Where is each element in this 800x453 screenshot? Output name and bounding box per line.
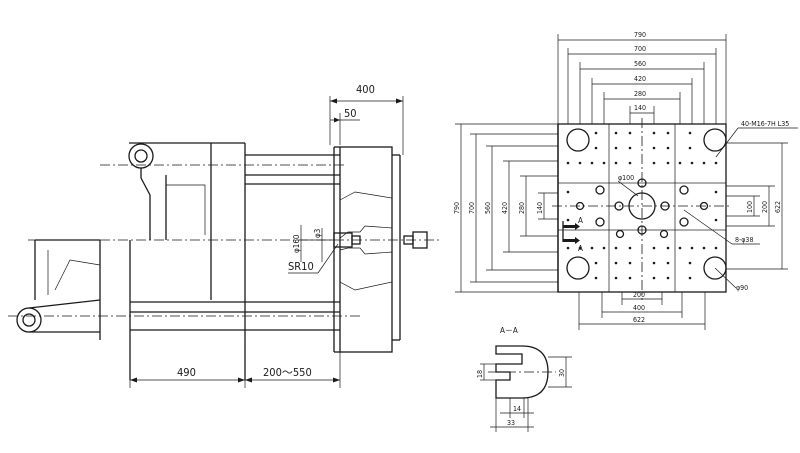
section-profile [495,345,549,399]
bottom-dimensions: 200 400 622 [578,291,706,330]
dim-phi3: φ3 [313,229,322,238]
holes-8-label: 8-φ38 [735,236,753,244]
sec-dim-18: 18 [476,370,484,378]
section-title: A－A [500,326,518,335]
lower-pivot-outer [16,307,42,333]
left-dimensions: 790 700 560 420 280 140 [453,123,558,293]
dim-490: 490 [177,366,196,379]
bottom-dim-622: 622 [633,316,645,324]
left-dim-700: 700 [468,202,476,214]
tapped-holes-label: 40-M16-7H L35 [741,120,789,128]
sec-dim-33: 33 [507,419,515,427]
side-view: 400 50 φ160 φ3 SR10 490 200～550 [8,83,440,388]
tiebar-hole-tl [566,128,590,152]
top-dim-790: 790 [634,31,646,39]
top-dim-280: 280 [634,90,646,98]
bottom-dim-400: 400 [633,304,645,312]
sec-dim-14: 14 [513,405,521,413]
left-dim-560: 560 [484,202,492,214]
center-hole-label: φ100 [618,174,634,182]
right-dimensions: 100 200 622 [726,142,788,270]
upper-pivot-inner [134,149,148,163]
center-hole [628,192,656,220]
platen-view: 790 700 560 420 280 140 [453,31,798,330]
dim-200-550: 200～550 [263,366,312,379]
fixed-platen [339,146,393,353]
upper-pivot-outer [128,143,154,169]
sec-dim-30: 30 [558,369,566,377]
left-dim-790: 790 [453,202,461,214]
top-dim-560: 560 [634,60,646,68]
dim-50: 50 [344,107,357,120]
upper-hatch [339,191,393,239]
section-mark-a-top: A [578,216,583,225]
tapped-hole-grid [566,131,718,280]
left-dim-280: 280 [518,202,526,214]
top-dim-700: 700 [634,45,646,53]
dim-phi160: φ160 [292,234,301,253]
left-dim-140: 140 [536,202,544,214]
right-dim-200: 200 [761,201,769,213]
lower-hatch [339,247,393,291]
right-dim-100: 100 [746,201,754,213]
left-dim-420: 420 [501,202,509,214]
tiebar-hole-tr [703,128,727,152]
section-mark-a-bottom: A [578,244,583,253]
lower-pivot-inner [22,313,36,327]
tiebar-hole-br [703,256,727,280]
dim-400: 400 [356,83,375,96]
dim-sr10: SR10 [288,260,314,273]
section-a-a: A－A 18 30 14 33 [476,326,572,432]
bottom-dim-200: 200 [633,291,645,299]
corner-hole-label: φ90 [736,284,748,292]
top-dim-140: 140 [634,104,646,112]
right-dim-622: 622 [774,201,782,213]
top-dim-420: 420 [634,75,646,83]
tiebar-hole-bl [566,256,590,280]
top-dimensions: 790 700 560 420 280 140 [557,31,727,124]
